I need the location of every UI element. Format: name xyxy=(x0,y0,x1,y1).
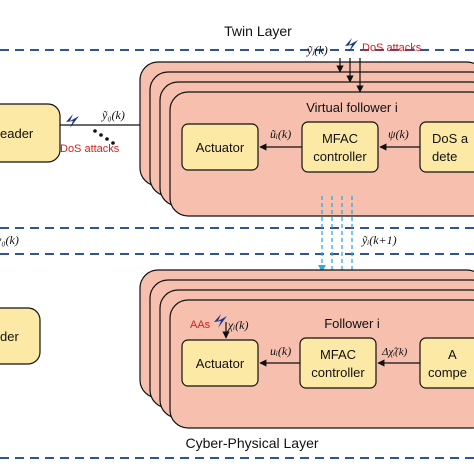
twin-dos-left-label: DoS attacks xyxy=(60,143,120,155)
dropped-packets xyxy=(93,129,115,145)
cyber-layer-title: Cyber-Physical Layer xyxy=(185,435,318,451)
twin-stack-title: Virtual follower i xyxy=(306,100,398,115)
cyber-leader-box xyxy=(0,307,41,365)
twin-dos-detect-box xyxy=(419,121,474,173)
cyber-aas-label: AAs xyxy=(190,319,211,331)
twin-leader-label: eader xyxy=(0,126,34,141)
cyber-leader-label: der xyxy=(0,329,19,344)
cyber-ctrl-signal: uᵢ(k) xyxy=(270,344,291,358)
twin-mfac-line2: controller xyxy=(313,149,367,164)
twin-mfac-line1: MFAC xyxy=(322,131,358,146)
cyber-stack-title: Follower i xyxy=(324,316,380,331)
cyber-compensator-box xyxy=(419,337,474,389)
twin-leader-box xyxy=(0,103,61,163)
cyber-actuator-label: Actuator xyxy=(196,356,245,371)
cyber-comp-line1: A xyxy=(448,347,457,362)
twin-actuator-label: Actuator xyxy=(196,140,245,155)
lightning-icon xyxy=(345,38,358,52)
twin-mfac-box xyxy=(301,121,379,173)
mid-right-signal: ỹᵢ(k+1) xyxy=(361,233,397,247)
twin-psi-signal: ψ(k) xyxy=(388,127,409,141)
twin-actuator-box xyxy=(181,123,259,171)
twin-ctrl-signal: ũᵢ(k) xyxy=(270,127,291,141)
twin-dos-detect-line2: dete xyxy=(432,149,457,164)
lightning-icon xyxy=(66,114,79,128)
cyber-mfac-line2: controller xyxy=(311,365,365,380)
cyber-actuator-box xyxy=(181,339,259,387)
twin-layer-title: Twin Layer xyxy=(224,23,292,39)
cyber-mfac-line1: MFAC xyxy=(320,347,356,362)
twin-yj-signal: ỹⱼ(k) xyxy=(306,43,328,57)
twin-dos-top-label: DoS attacks xyxy=(362,42,422,54)
twin-dos-detect-line1: DoS a xyxy=(432,131,469,146)
mid-left-signal: y₀(k) xyxy=(0,233,19,247)
cyber-comp-line2: compe xyxy=(428,365,467,380)
cyber-chi-signal: χᵢ(k) xyxy=(227,318,249,332)
cyber-delta-signal: Δχ̂ᵢ(k) xyxy=(381,346,408,358)
cyber-mfac-box xyxy=(299,337,377,389)
twin-y0-signal: ỹ₀(k) xyxy=(101,108,125,122)
lightning-icon xyxy=(214,314,227,328)
